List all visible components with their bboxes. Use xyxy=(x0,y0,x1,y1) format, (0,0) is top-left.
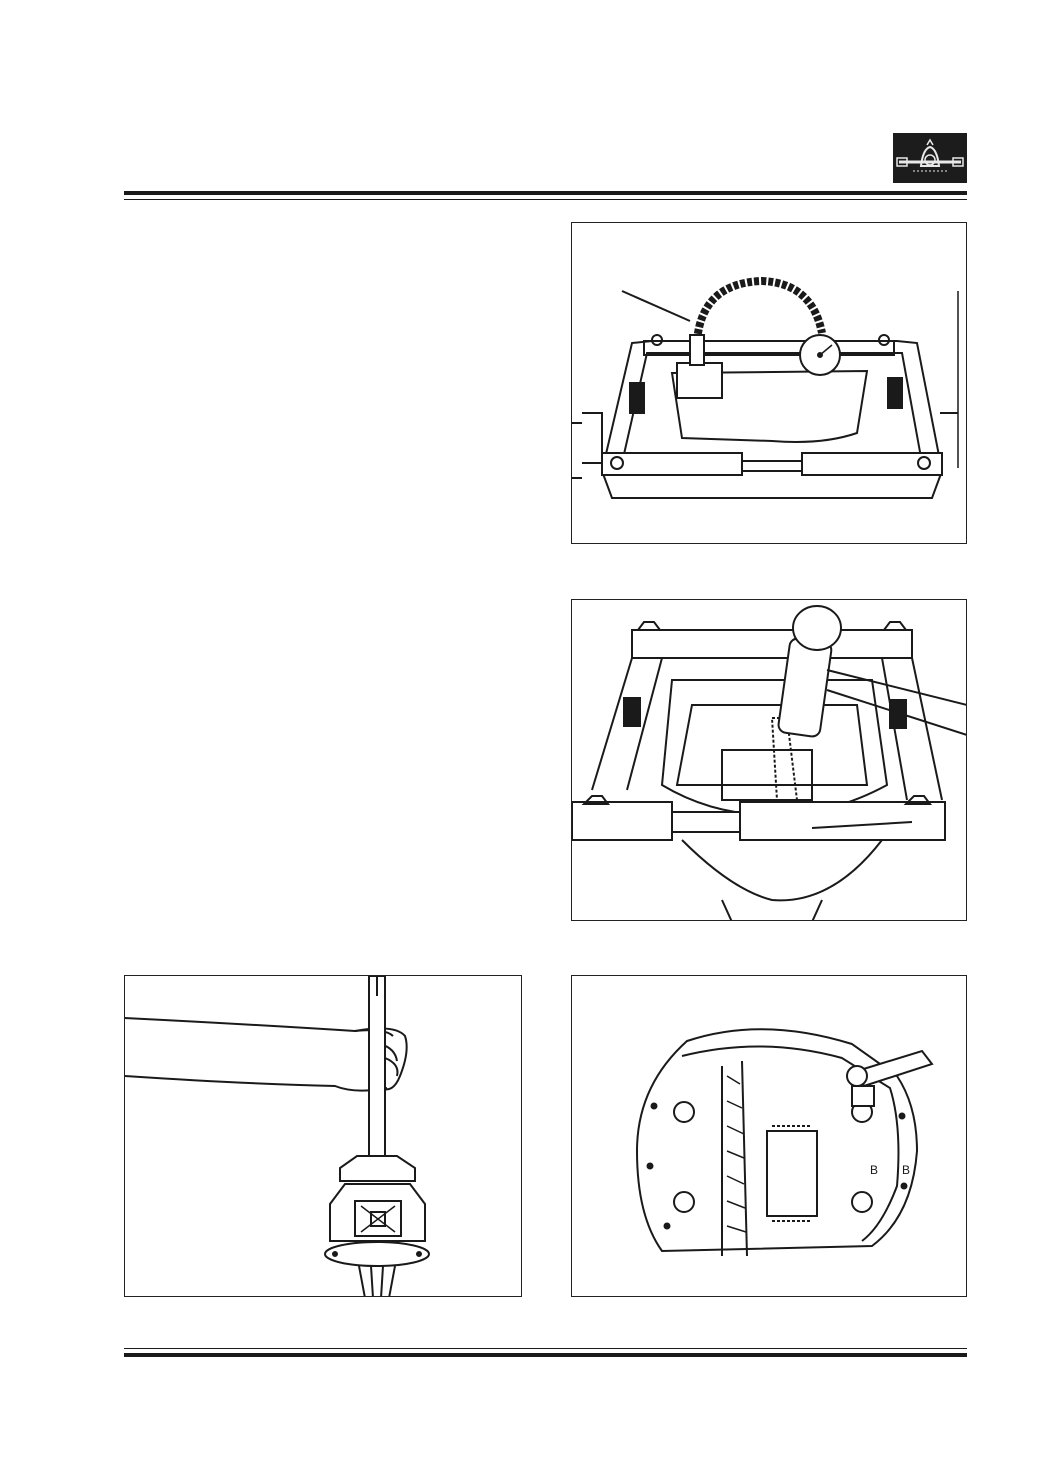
cap-mark-label-1: B xyxy=(870,1163,878,1177)
mallet-spreader-illustration xyxy=(572,605,966,920)
bearing-installer-illustration xyxy=(125,976,430,1296)
caps-marked-illustration: B B xyxy=(635,1028,934,1257)
figure-dial-indicator-spreader xyxy=(571,222,967,544)
section-header-icon xyxy=(893,133,967,183)
header-rule-thick xyxy=(124,191,967,195)
dial-indicator-illustration xyxy=(572,276,959,499)
figure-mallet-spreader xyxy=(571,599,967,921)
cap-mark-label-2: B xyxy=(902,1163,910,1177)
figure-caps-marked: B B xyxy=(571,975,967,1297)
header-rule-thin xyxy=(124,199,967,200)
differential-axle-icon xyxy=(896,138,964,172)
footer-rule-thin xyxy=(124,1348,967,1349)
figure-bearing-installer xyxy=(124,975,522,1297)
footer-rule-thick xyxy=(124,1353,967,1357)
